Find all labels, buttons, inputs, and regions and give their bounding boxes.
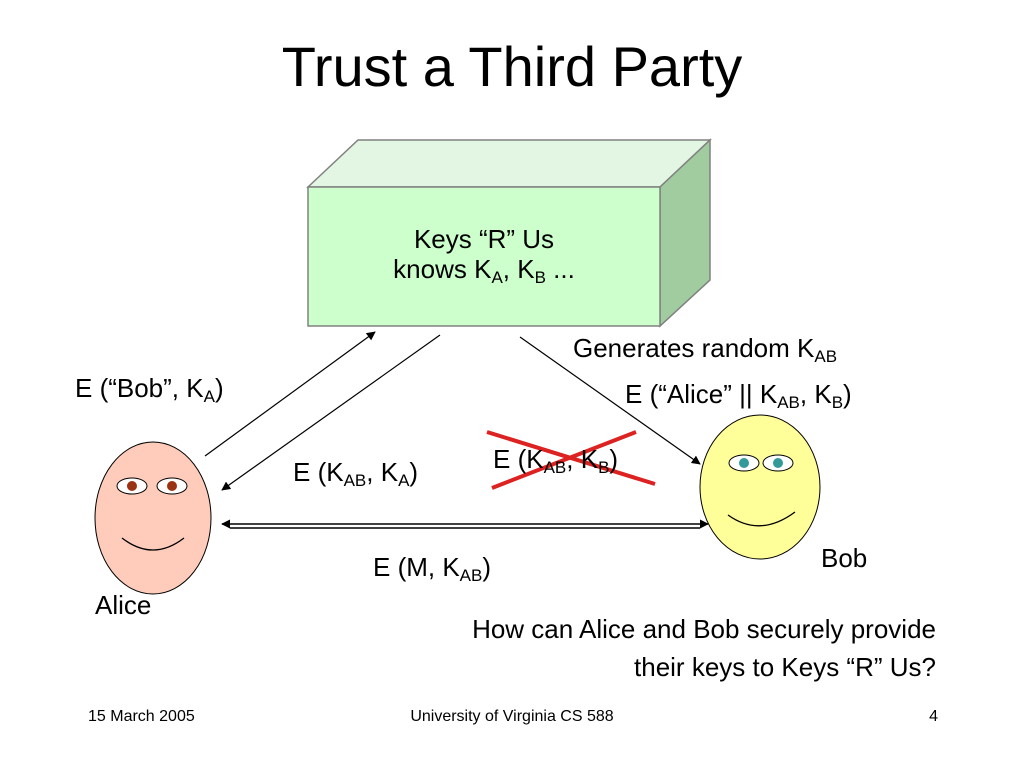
server-box-label: Keys “R” Us knows KA, KB ... <box>310 224 658 287</box>
alice-head <box>94 441 212 595</box>
question-line-2: their keys to Keys “R” Us? <box>634 651 936 682</box>
alice-name: Alice <box>95 590 152 620</box>
bob-head <box>699 414 821 560</box>
arrow-alice-to-server <box>204 331 376 457</box>
bob-name: Bob <box>821 543 868 573</box>
label-message: E (M, KAB) <box>373 552 492 585</box>
question-caption: How can Alice and Bob securely provide t… <box>472 614 936 683</box>
footer-date: 15 March 2005 <box>88 708 195 725</box>
bob-smile <box>727 511 796 527</box>
server-box <box>306 138 712 328</box>
arrow-server-to-bob <box>519 336 701 465</box>
server-box-front <box>307 186 661 327</box>
arrow-server-to-alice <box>221 334 441 491</box>
question-line-1: How can Alice and Bob securely provide <box>472 614 936 644</box>
alice-face <box>94 441 212 595</box>
arrow-alice-bob-message <box>221 519 709 529</box>
server-box-knows: knows KA, KB ... <box>393 253 575 287</box>
slide-title: Trust a Third Party <box>281 35 743 98</box>
alice-smile <box>121 537 185 551</box>
label-generates-key: Generates random KAB <box>573 333 838 366</box>
server-box-top <box>306 139 712 188</box>
label-server-to-alice: E (KAB, KA) <box>293 457 419 490</box>
label-server-to-bob: E (“Alice” || KAB, KB) <box>625 379 852 412</box>
label-crossed-out: E (KAB, KB) <box>493 444 619 477</box>
bob-face <box>699 414 821 560</box>
red-cross-mark <box>486 430 656 490</box>
label-alice-to-server: E (“Bob”, KA) <box>75 373 224 406</box>
footer-page-number: 4 <box>929 708 938 725</box>
footer-course: University of Virginia CS 588 <box>410 708 614 725</box>
server-box-name: Keys “R” Us <box>413 224 555 254</box>
